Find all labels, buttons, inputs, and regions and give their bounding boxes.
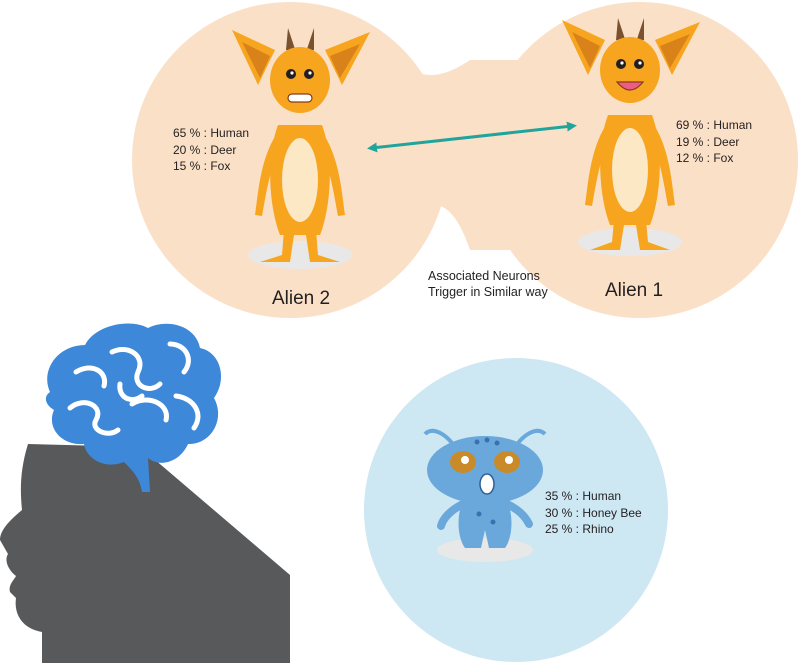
alien2-trait: 65 % : Human — [173, 126, 250, 140]
blue-alien-figure — [423, 428, 547, 562]
alien2-figure — [232, 28, 370, 269]
caption-line: Trigger in Similar way — [428, 285, 548, 299]
blue-alien-trait: 25 % : Rhino — [545, 522, 614, 536]
brain-icon — [45, 323, 222, 492]
alien1-figure — [562, 18, 700, 256]
alien1-trait: 19 % : Deer — [676, 134, 740, 149]
brain-head-group — [0, 323, 290, 663]
bubble-bridge-fill — [400, 90, 530, 200]
blue-alien-trait: 30 % : Honey Bee — [545, 505, 642, 520]
alien2-shadow — [248, 241, 352, 269]
alien2-traits: 65 % : Human 20 % : Deer 15 % : Fox — [173, 125, 249, 175]
alien1-traits: 69 % : Human 19 % : Deer 12 % : Fox — [676, 117, 752, 167]
alien2-trait: 20 % : Deer — [173, 142, 237, 157]
alien1-label: Alien 1 — [605, 280, 664, 301]
double-arrow-icon — [367, 121, 577, 153]
alien1-shadow — [578, 228, 682, 256]
alien2-label: Alien 2 — [272, 288, 331, 309]
alien1-trait: 12 % : Fox — [676, 151, 734, 165]
caption: Associated Neurons Trigger in Similar wa… — [428, 268, 548, 300]
head-silhouette-icon — [0, 444, 290, 663]
alien2-trait: 15 % : Fox — [173, 159, 231, 173]
blue-alien-trait: 35 % : Human — [545, 489, 622, 503]
alien1-trait: 69 % : Human — [676, 118, 753, 132]
caption-line: Associated Neurons — [428, 269, 540, 283]
blue-alien-traits: 35 % : Human 30 % : Honey Bee 25 % : Rhi… — [545, 488, 642, 538]
